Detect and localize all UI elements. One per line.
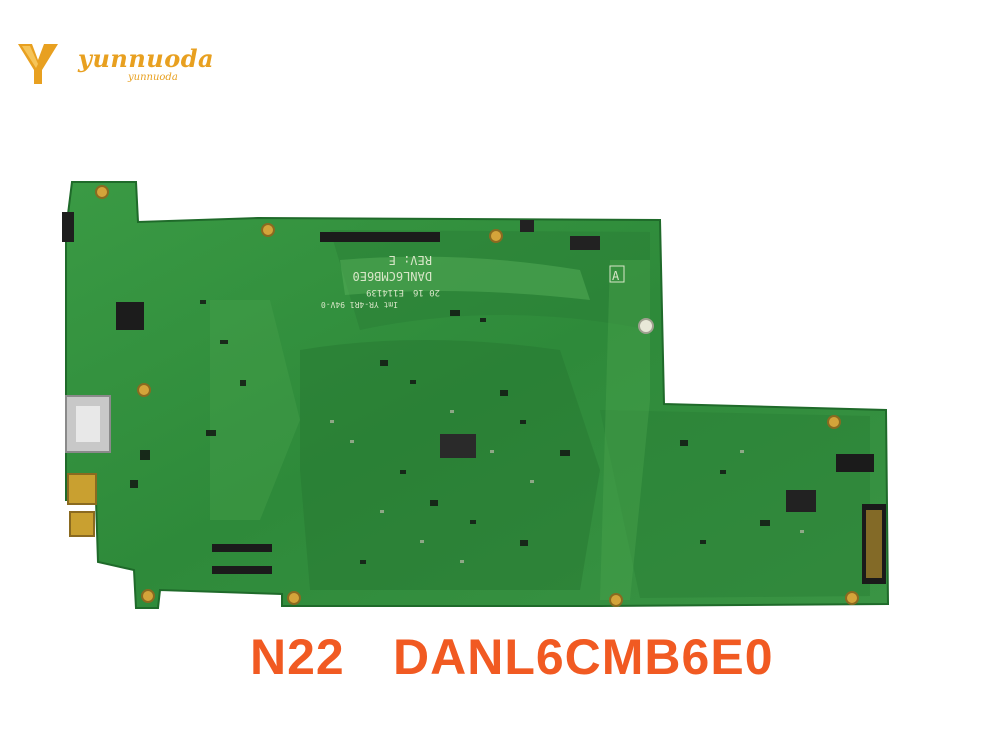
brand-name: yunnuoda	[78, 44, 215, 73]
caption-part-number: DANL6CMB6E0	[393, 629, 774, 685]
smd-components	[130, 300, 770, 564]
product-caption: N22 DANL6CMB6E0	[0, 628, 1000, 698]
mounting-hole	[95, 185, 109, 199]
silkscreen-part-number: DANL6CMB6E0	[353, 269, 432, 283]
mounting-hole	[489, 229, 503, 243]
silkscreen-code: E114139	[366, 287, 404, 297]
chip	[440, 434, 476, 458]
pcb-trace-region	[300, 340, 600, 590]
chip	[570, 236, 600, 250]
silkscreen-rating: Imt YR-4R1 94V-0	[321, 300, 398, 309]
smd-components	[330, 410, 804, 563]
silkscreen-marker-box	[609, 265, 625, 283]
pcb-plane	[340, 256, 590, 300]
mounting-hole	[609, 593, 623, 607]
silkscreen-date: 20 16	[413, 287, 440, 297]
micro-port	[69, 511, 95, 537]
chip	[520, 220, 534, 232]
ribbon-connector	[212, 544, 272, 552]
audio-jack	[62, 212, 74, 242]
ribbon-connector	[212, 566, 272, 574]
mounting-hole	[638, 318, 654, 334]
pcb-trace-region	[330, 230, 650, 330]
chip	[786, 490, 816, 512]
silkscreen-revision: REV: E	[389, 253, 432, 267]
ribbon-connector	[836, 454, 874, 472]
pcb-plane	[210, 300, 300, 520]
chip	[116, 302, 144, 330]
mounting-hole	[137, 383, 151, 397]
mounting-hole	[827, 415, 841, 429]
brand-logo: yunnuoda yunnuoda	[14, 38, 234, 88]
usb-port-inner	[76, 406, 100, 442]
pcb-plane	[600, 260, 650, 600]
mounting-hole	[845, 591, 859, 605]
silkscreen-marker: A	[612, 269, 620, 283]
caption-model: N22	[250, 629, 345, 685]
mounting-hole	[261, 223, 275, 237]
mounting-hole	[141, 589, 155, 603]
brand-subtitle: yunnuoda	[128, 72, 178, 83]
ribbon-connector	[320, 232, 440, 242]
pcb-trace-region	[600, 410, 870, 598]
mounting-hole	[287, 591, 301, 605]
hdmi-port	[67, 473, 97, 505]
yunnuoda-logo-icon	[18, 44, 58, 84]
m2-slot-pins	[866, 510, 882, 578]
